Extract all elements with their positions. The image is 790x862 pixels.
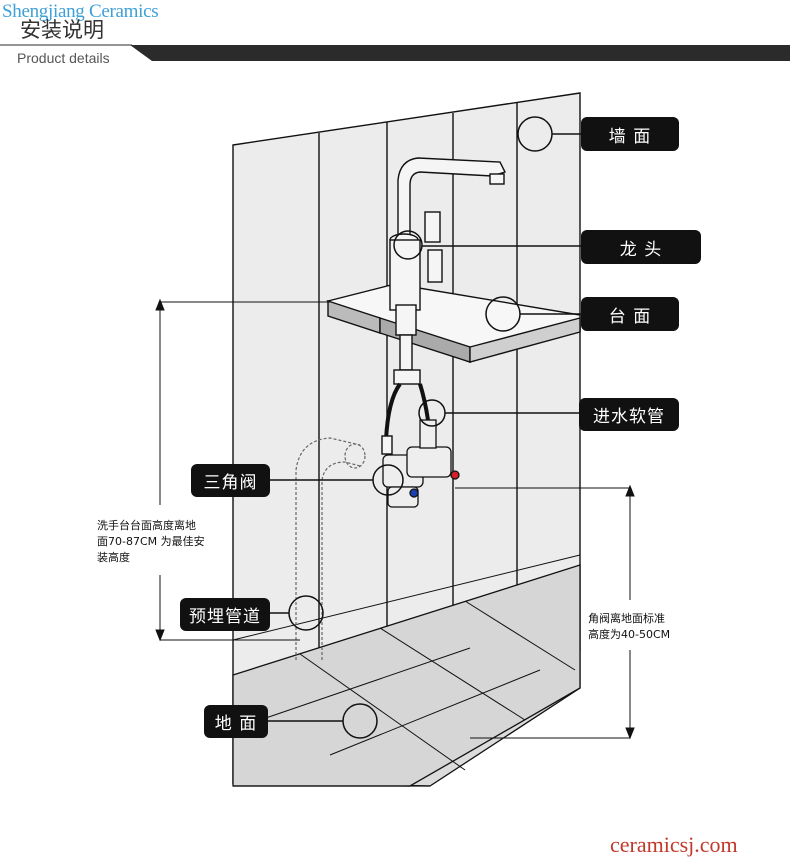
label-embedded-pipe: 预埋管道: [180, 598, 270, 631]
callouts: [268, 116, 582, 739]
watermark-top: Shengjiang Ceramics: [2, 1, 159, 22]
header-bar: [0, 44, 790, 61]
label-floor: 地 面: [204, 705, 268, 738]
note-valve-height-line1: 角阀离地面标准: [588, 612, 665, 625]
floor: [232, 564, 581, 787]
label-faucet: 龙 头: [581, 230, 701, 264]
note-basin-height-line2: 面70-87CM 为最佳安: [97, 535, 205, 548]
label-inlet-hose: 进水软管: [579, 398, 679, 431]
note-basin-height-line3: 装高度: [97, 551, 130, 564]
watermark-bottom: ceramicsj.com: [610, 832, 738, 857]
label-wall: 墙 面: [581, 117, 679, 151]
callout-faucet: [393, 230, 423, 260]
label-countertop: 台 面: [581, 297, 679, 331]
angle-valves: [382, 419, 460, 508]
note-basin-height: 洗手台台面高度离地 面70-87CM 为最佳安 装高度: [97, 518, 205, 566]
label-angle-valve: 三角阀: [191, 464, 270, 497]
faucet-drawing: [381, 157, 506, 455]
note-valve-height-line2: 高度为40-50CM: [588, 628, 671, 641]
dimension-lines: [155, 298, 635, 740]
note-basin-height-line1: 洗手台台面高度离地: [97, 519, 196, 532]
note-valve-height: 角阀离地面标准 高度为40-50CM: [588, 611, 670, 643]
page-subtitle: Product details: [17, 50, 110, 66]
page-title: 安装说明: [20, 18, 104, 42]
